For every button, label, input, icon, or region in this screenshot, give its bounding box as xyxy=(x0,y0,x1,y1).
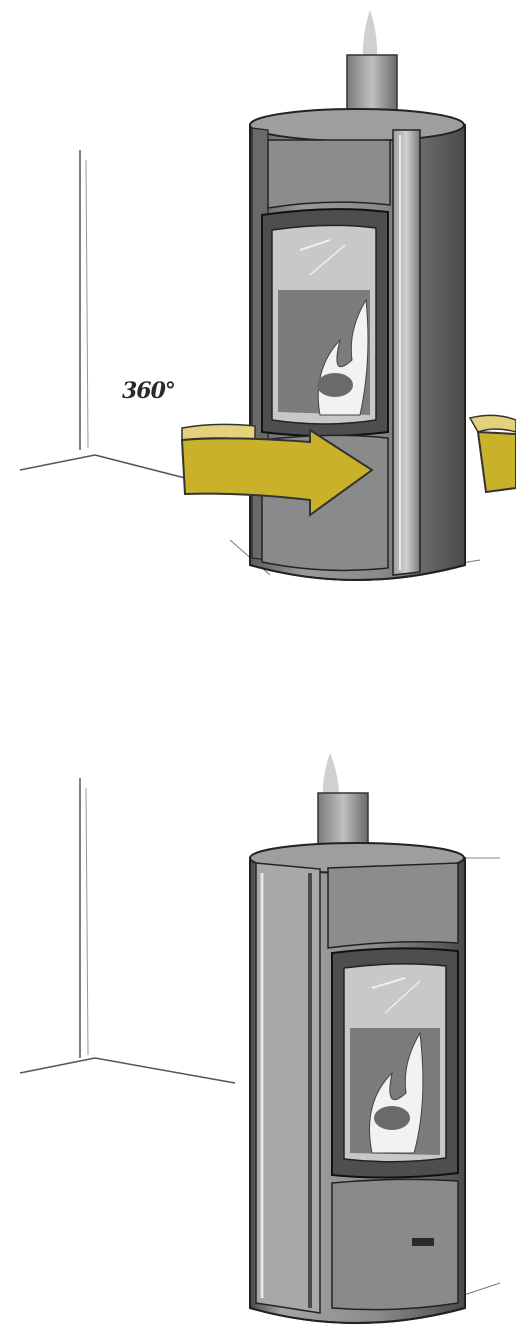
rotation-angle-label: 360° xyxy=(122,378,176,404)
front-stove-panel xyxy=(0,663,516,1326)
rotating-stove-panel: 360° xyxy=(19,10,516,581)
rotation-arrow-icon xyxy=(180,414,516,517)
stove-front-icon xyxy=(19,753,501,1324)
